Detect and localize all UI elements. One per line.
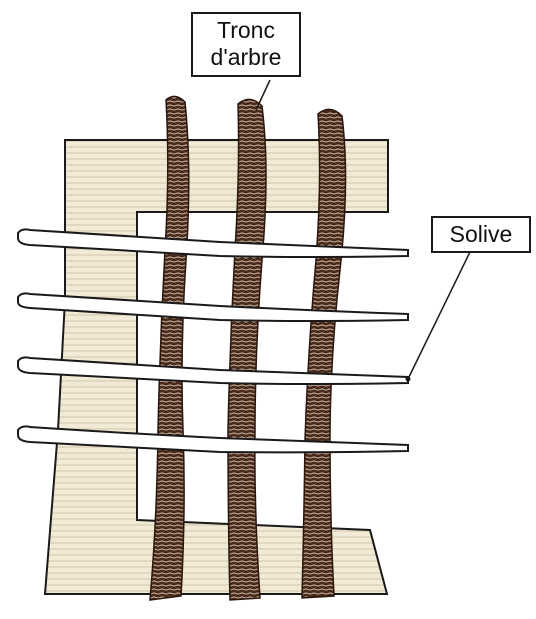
leader-line-tronc: [256, 80, 270, 110]
label-tronc-d-arbre: Tronc d'arbre: [191, 12, 301, 77]
leader-dot-solive: [406, 377, 411, 382]
label-tronc-line2: d'arbre: [193, 44, 299, 71]
label-solive: Solive: [431, 216, 531, 253]
label-solive-text: Solive: [433, 221, 529, 248]
leader-line-solive: [408, 252, 470, 379]
label-tronc-line1: Tronc: [193, 17, 299, 44]
